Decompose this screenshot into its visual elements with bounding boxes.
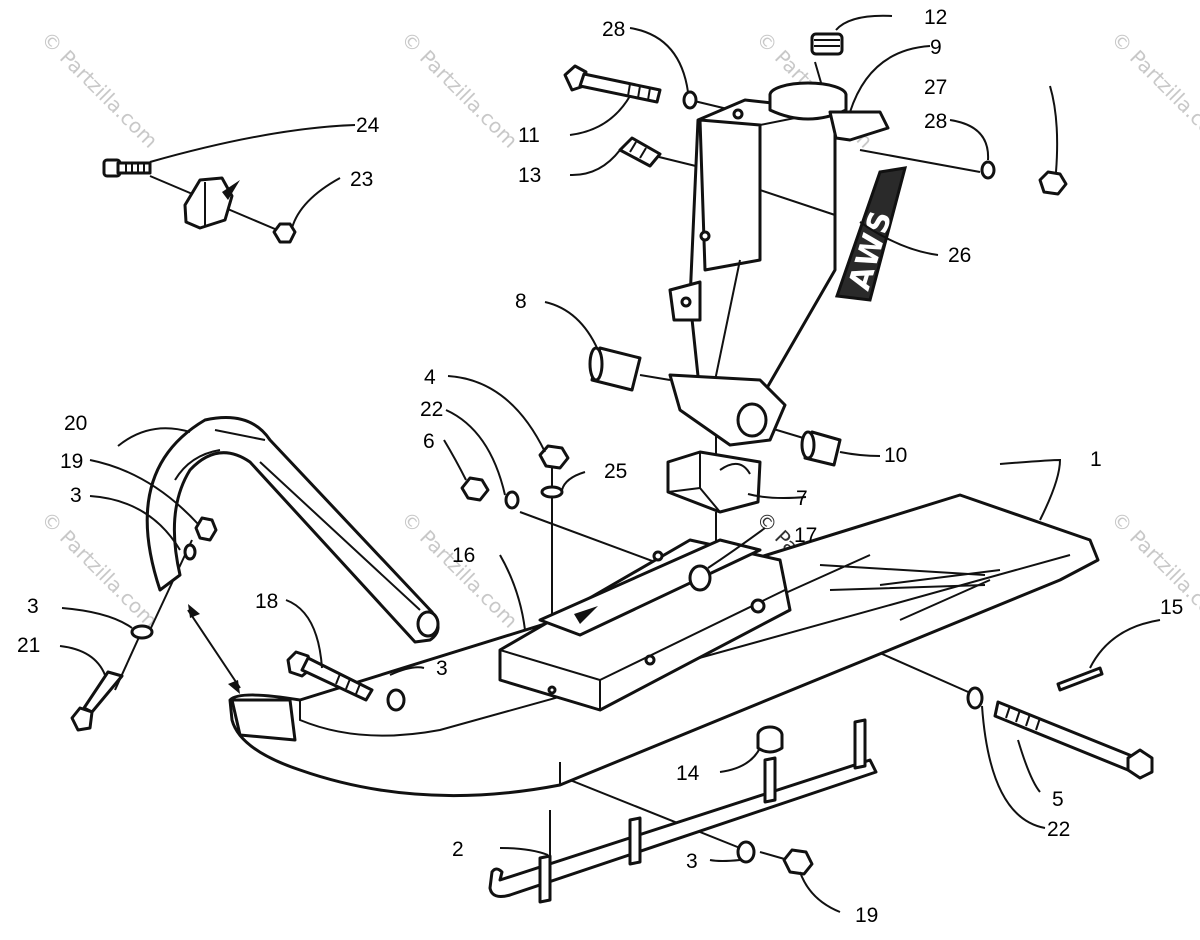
callout-27: 27 (924, 76, 947, 99)
part-3-washer-18 (386, 688, 406, 712)
callout-13: 13 (518, 164, 541, 187)
part-18-bolt (286, 650, 374, 702)
callout-19: 19 (855, 904, 878, 927)
part-9-cap (768, 81, 890, 142)
part-3-washer-left (183, 543, 197, 561)
part-4-nut (538, 444, 570, 470)
callout-22: 22 (420, 398, 443, 421)
part-7-damper (666, 450, 762, 514)
callout-6: 6 (423, 430, 435, 453)
watermark: © Partzilla.com (1106, 27, 1200, 153)
part-26-decal: AWS (834, 166, 908, 302)
part-13-fitting (618, 136, 662, 168)
part-27-nut (1038, 170, 1068, 196)
watermark: © Partzilla.com (396, 27, 522, 153)
part-5-bolt (993, 700, 1154, 780)
callout-3: 3 (27, 595, 39, 618)
part-28-washer (682, 90, 698, 110)
bracket-with-arrow (183, 176, 240, 230)
part-3-washer-bottom (736, 840, 756, 864)
callout-23: 23 (350, 168, 373, 191)
part-2-wear-bar (488, 718, 878, 904)
callout-25: 25 (604, 460, 627, 483)
callout-14: 14 (676, 762, 700, 785)
callout-26: 26 (948, 244, 971, 267)
part-10-bushing (800, 430, 842, 467)
part-8-bushing (588, 346, 642, 392)
part-22-washer (504, 490, 520, 510)
callout-4: 4 (424, 366, 436, 389)
callout-19: 19 (60, 450, 83, 473)
watermark: © Partzilla.com (36, 27, 162, 153)
callout-10: 10 (884, 444, 907, 467)
part-24-bolt (102, 158, 152, 178)
part-11-bolt (563, 64, 662, 104)
callout-3: 3 (686, 850, 698, 873)
part-21-bolt (70, 670, 124, 732)
callout-17: 17 (794, 524, 817, 547)
callout-22: 22 (1047, 818, 1070, 841)
decal-label: AWS (842, 205, 900, 294)
part-6-nut (460, 476, 490, 502)
callout-24: 24 (356, 114, 380, 137)
callout-leaders (59, 14, 1161, 913)
callout-7: 7 (796, 487, 808, 510)
callout-3: 3 (70, 484, 82, 507)
callout-labels: 1 2 3 3 3 3 4 5 6 7 8 9 10 11 12 13 14 1… (17, 6, 1183, 927)
callout-21: 21 (17, 634, 40, 657)
part-12-plug (810, 32, 844, 56)
part-25-washer (540, 485, 564, 499)
spindle-tube (668, 98, 837, 447)
callout-16: 16 (452, 544, 475, 567)
callout-15: 15 (1160, 596, 1183, 619)
part-15-pin (1056, 666, 1104, 692)
part-16-saddle (498, 538, 792, 712)
part-19-nut-left (194, 516, 218, 542)
callout-20: 20 (64, 412, 87, 435)
callout-9: 9 (930, 36, 942, 59)
callout-28: 28 (602, 18, 625, 41)
callout-11: 11 (518, 124, 540, 147)
part-14-spacer (756, 725, 784, 754)
callout-2: 2 (452, 838, 464, 861)
part-17-washer (688, 564, 712, 592)
callout-18: 18 (255, 590, 278, 613)
part-22b-washer (966, 686, 984, 710)
callout-8: 8 (515, 290, 527, 313)
watermark: © Partzilla.com (1106, 507, 1200, 633)
part-23-nut (272, 222, 297, 244)
part-19-nut-bottom (782, 848, 814, 876)
callout-5: 5 (1052, 788, 1064, 811)
callout-3: 3 (436, 657, 448, 680)
part-3b-washer (130, 624, 154, 640)
callout-1: 1 (1090, 448, 1102, 471)
part-28b-washer (980, 160, 996, 180)
callout-28: 28 (924, 110, 947, 133)
callout-12: 12 (924, 6, 947, 29)
part-20-handle (145, 416, 440, 644)
